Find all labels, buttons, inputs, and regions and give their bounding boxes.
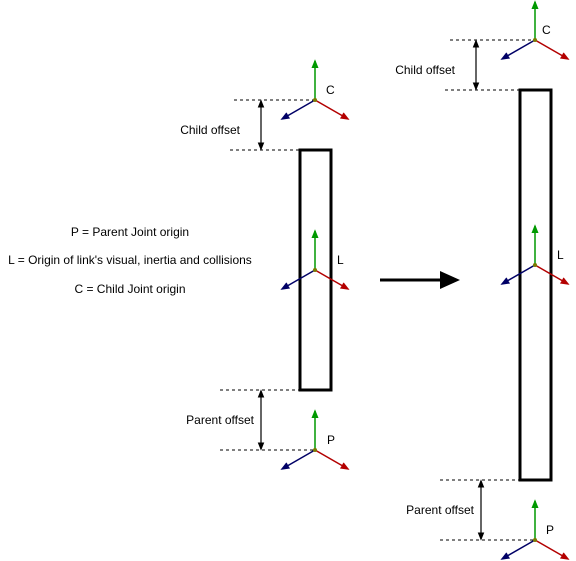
transition-arrow [380,271,460,289]
link-body-right [518,88,553,482]
frame-l-right [500,224,570,285]
child-offset-label-left: Child offset [180,123,240,137]
child-offset-label-right: Child offset [395,63,455,77]
frame-l-label-left: L [337,253,344,267]
frame-c-label-right: C [542,23,551,37]
frame-l-label-right: L [557,248,564,262]
frame-p-label-left: P [327,433,335,447]
legend-link: L = Origin of link's visual, inertia and… [8,253,252,267]
frame-p-left [280,409,350,470]
legend-child: C = Child Joint origin [74,282,185,296]
frame-p-right [500,499,570,560]
frame-c-left [280,59,350,120]
frame-p-label-right: P [546,523,554,537]
link-body-left [298,148,333,392]
parent-offset-label-left: Parent offset [186,413,254,427]
frame-c-right [500,0,570,60]
frame-c-label-left: C [326,83,335,97]
legend-parent: P = Parent Joint origin [71,225,189,239]
frame-l-left [280,229,350,290]
parent-offset-label-right: Parent offset [406,503,474,517]
